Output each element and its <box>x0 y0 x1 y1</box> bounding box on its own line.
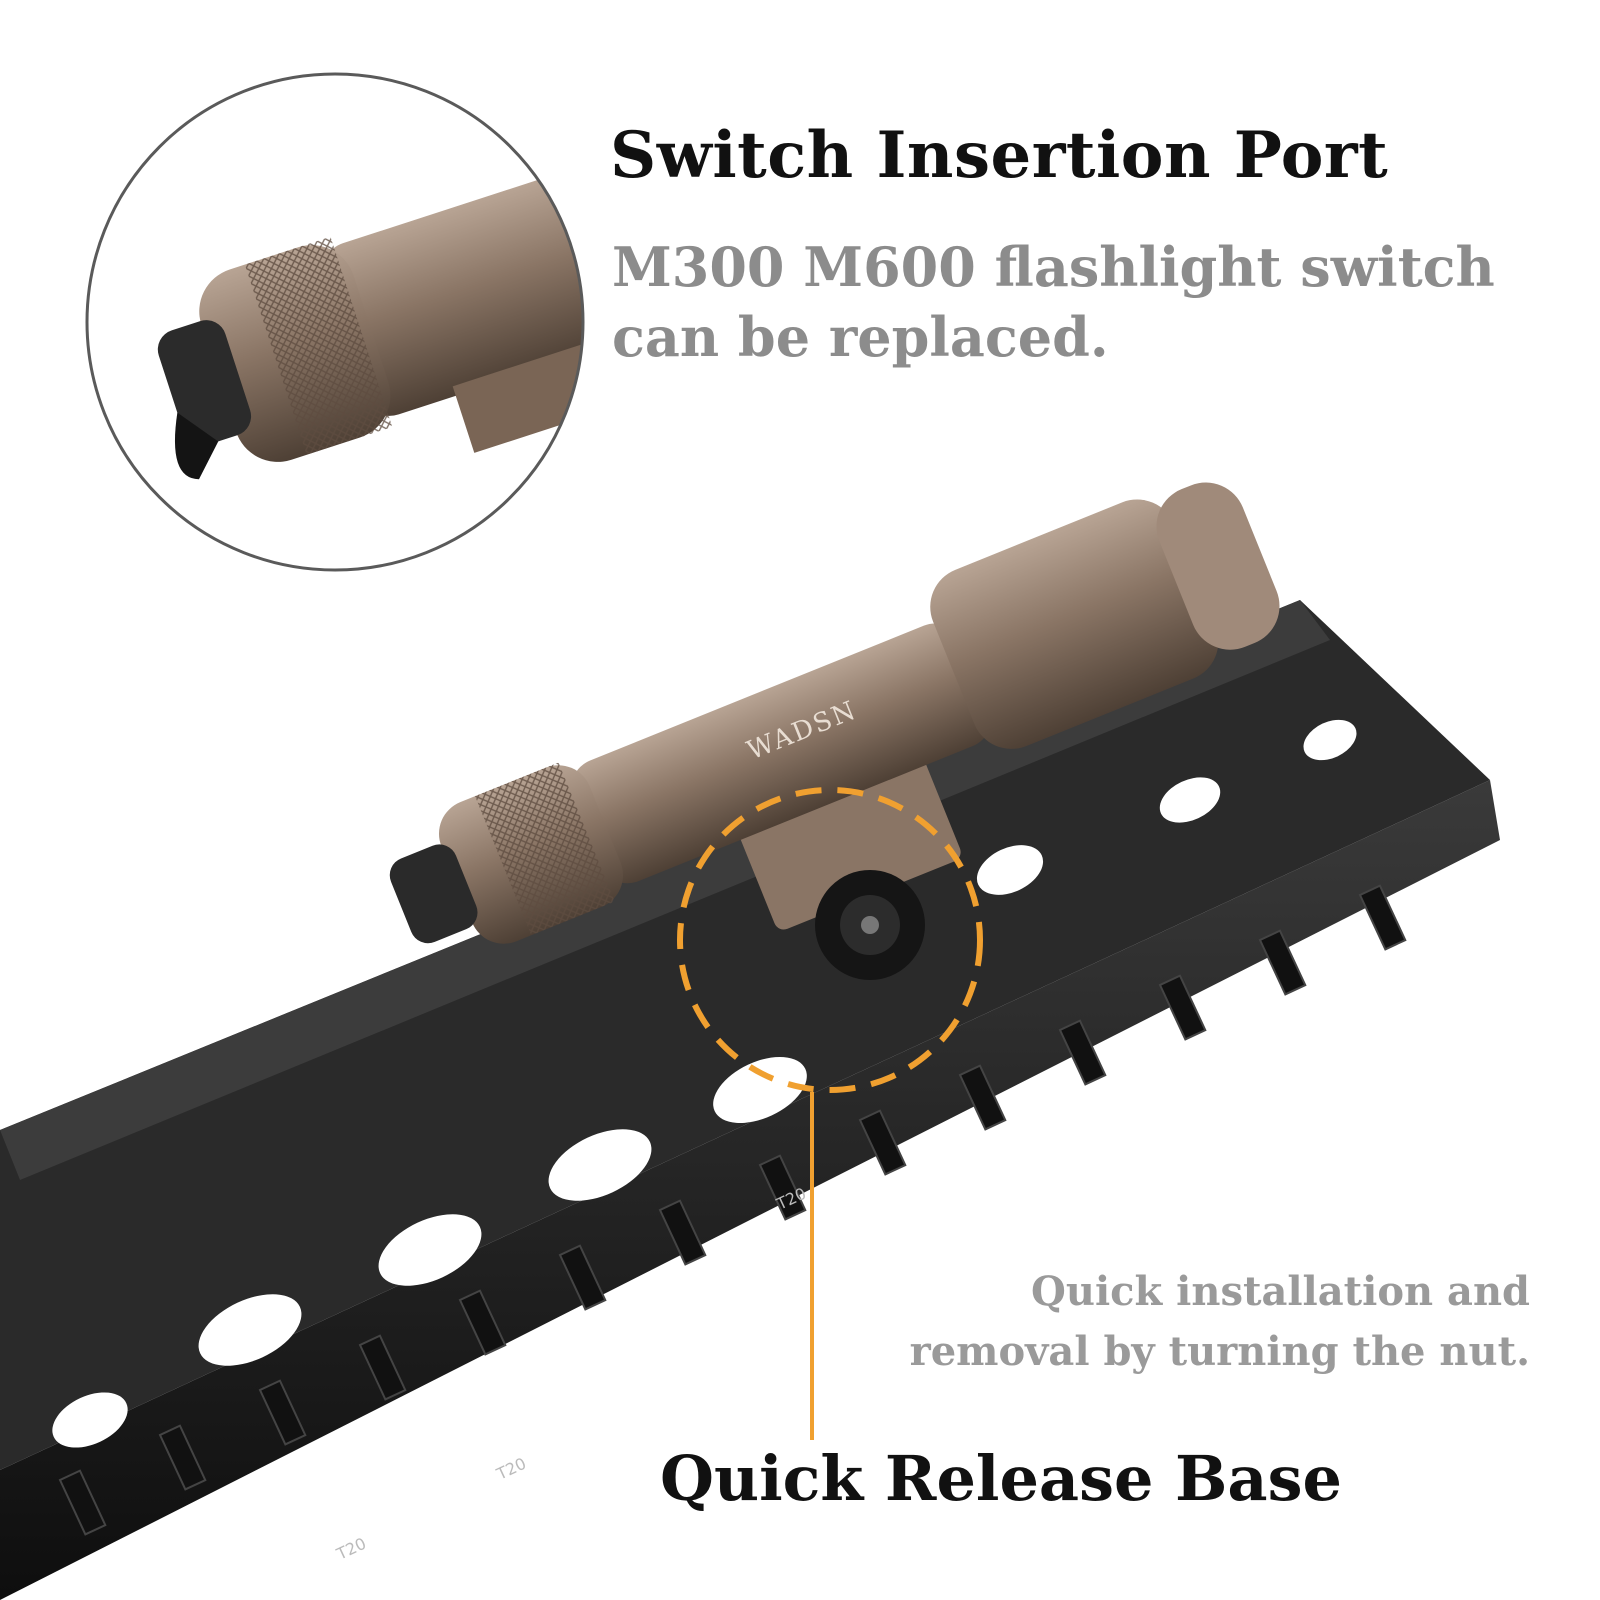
callout-marker <box>677 787 983 1440</box>
rail-marking: T20 <box>493 1454 529 1484</box>
headline-subtitle: M300 M600 flashlight switch can be repla… <box>612 232 1512 372</box>
tail-switch <box>389 844 478 944</box>
flashlight-body <box>571 623 992 884</box>
mount-base <box>740 758 961 930</box>
subtitle-line-2: can be replaced. <box>612 305 1109 369</box>
callout-label: Quick Release Base <box>660 1442 1342 1515</box>
headline-title: Switch Insertion Port <box>610 118 1389 193</box>
callout-circle <box>677 787 983 1093</box>
rail-vent-holes <box>52 719 1357 1448</box>
flashlight: WADSN <box>389 482 1280 980</box>
rail-marking: T20 <box>333 1534 369 1564</box>
note-line-2: removal by turning the nut. <box>909 1328 1530 1375</box>
zoom-inset-border <box>85 72 585 572</box>
installation-note: Quick installation and removal by turnin… <box>880 1262 1530 1382</box>
flashlight-head <box>930 499 1219 749</box>
knurled-grip <box>475 762 615 936</box>
subtitle-line-1: M300 M600 flashlight switch <box>612 235 1495 299</box>
picatinny-slots <box>58 884 1407 1536</box>
zoom-inset <box>85 72 585 572</box>
note-line-1: Quick installation and <box>1031 1268 1530 1315</box>
